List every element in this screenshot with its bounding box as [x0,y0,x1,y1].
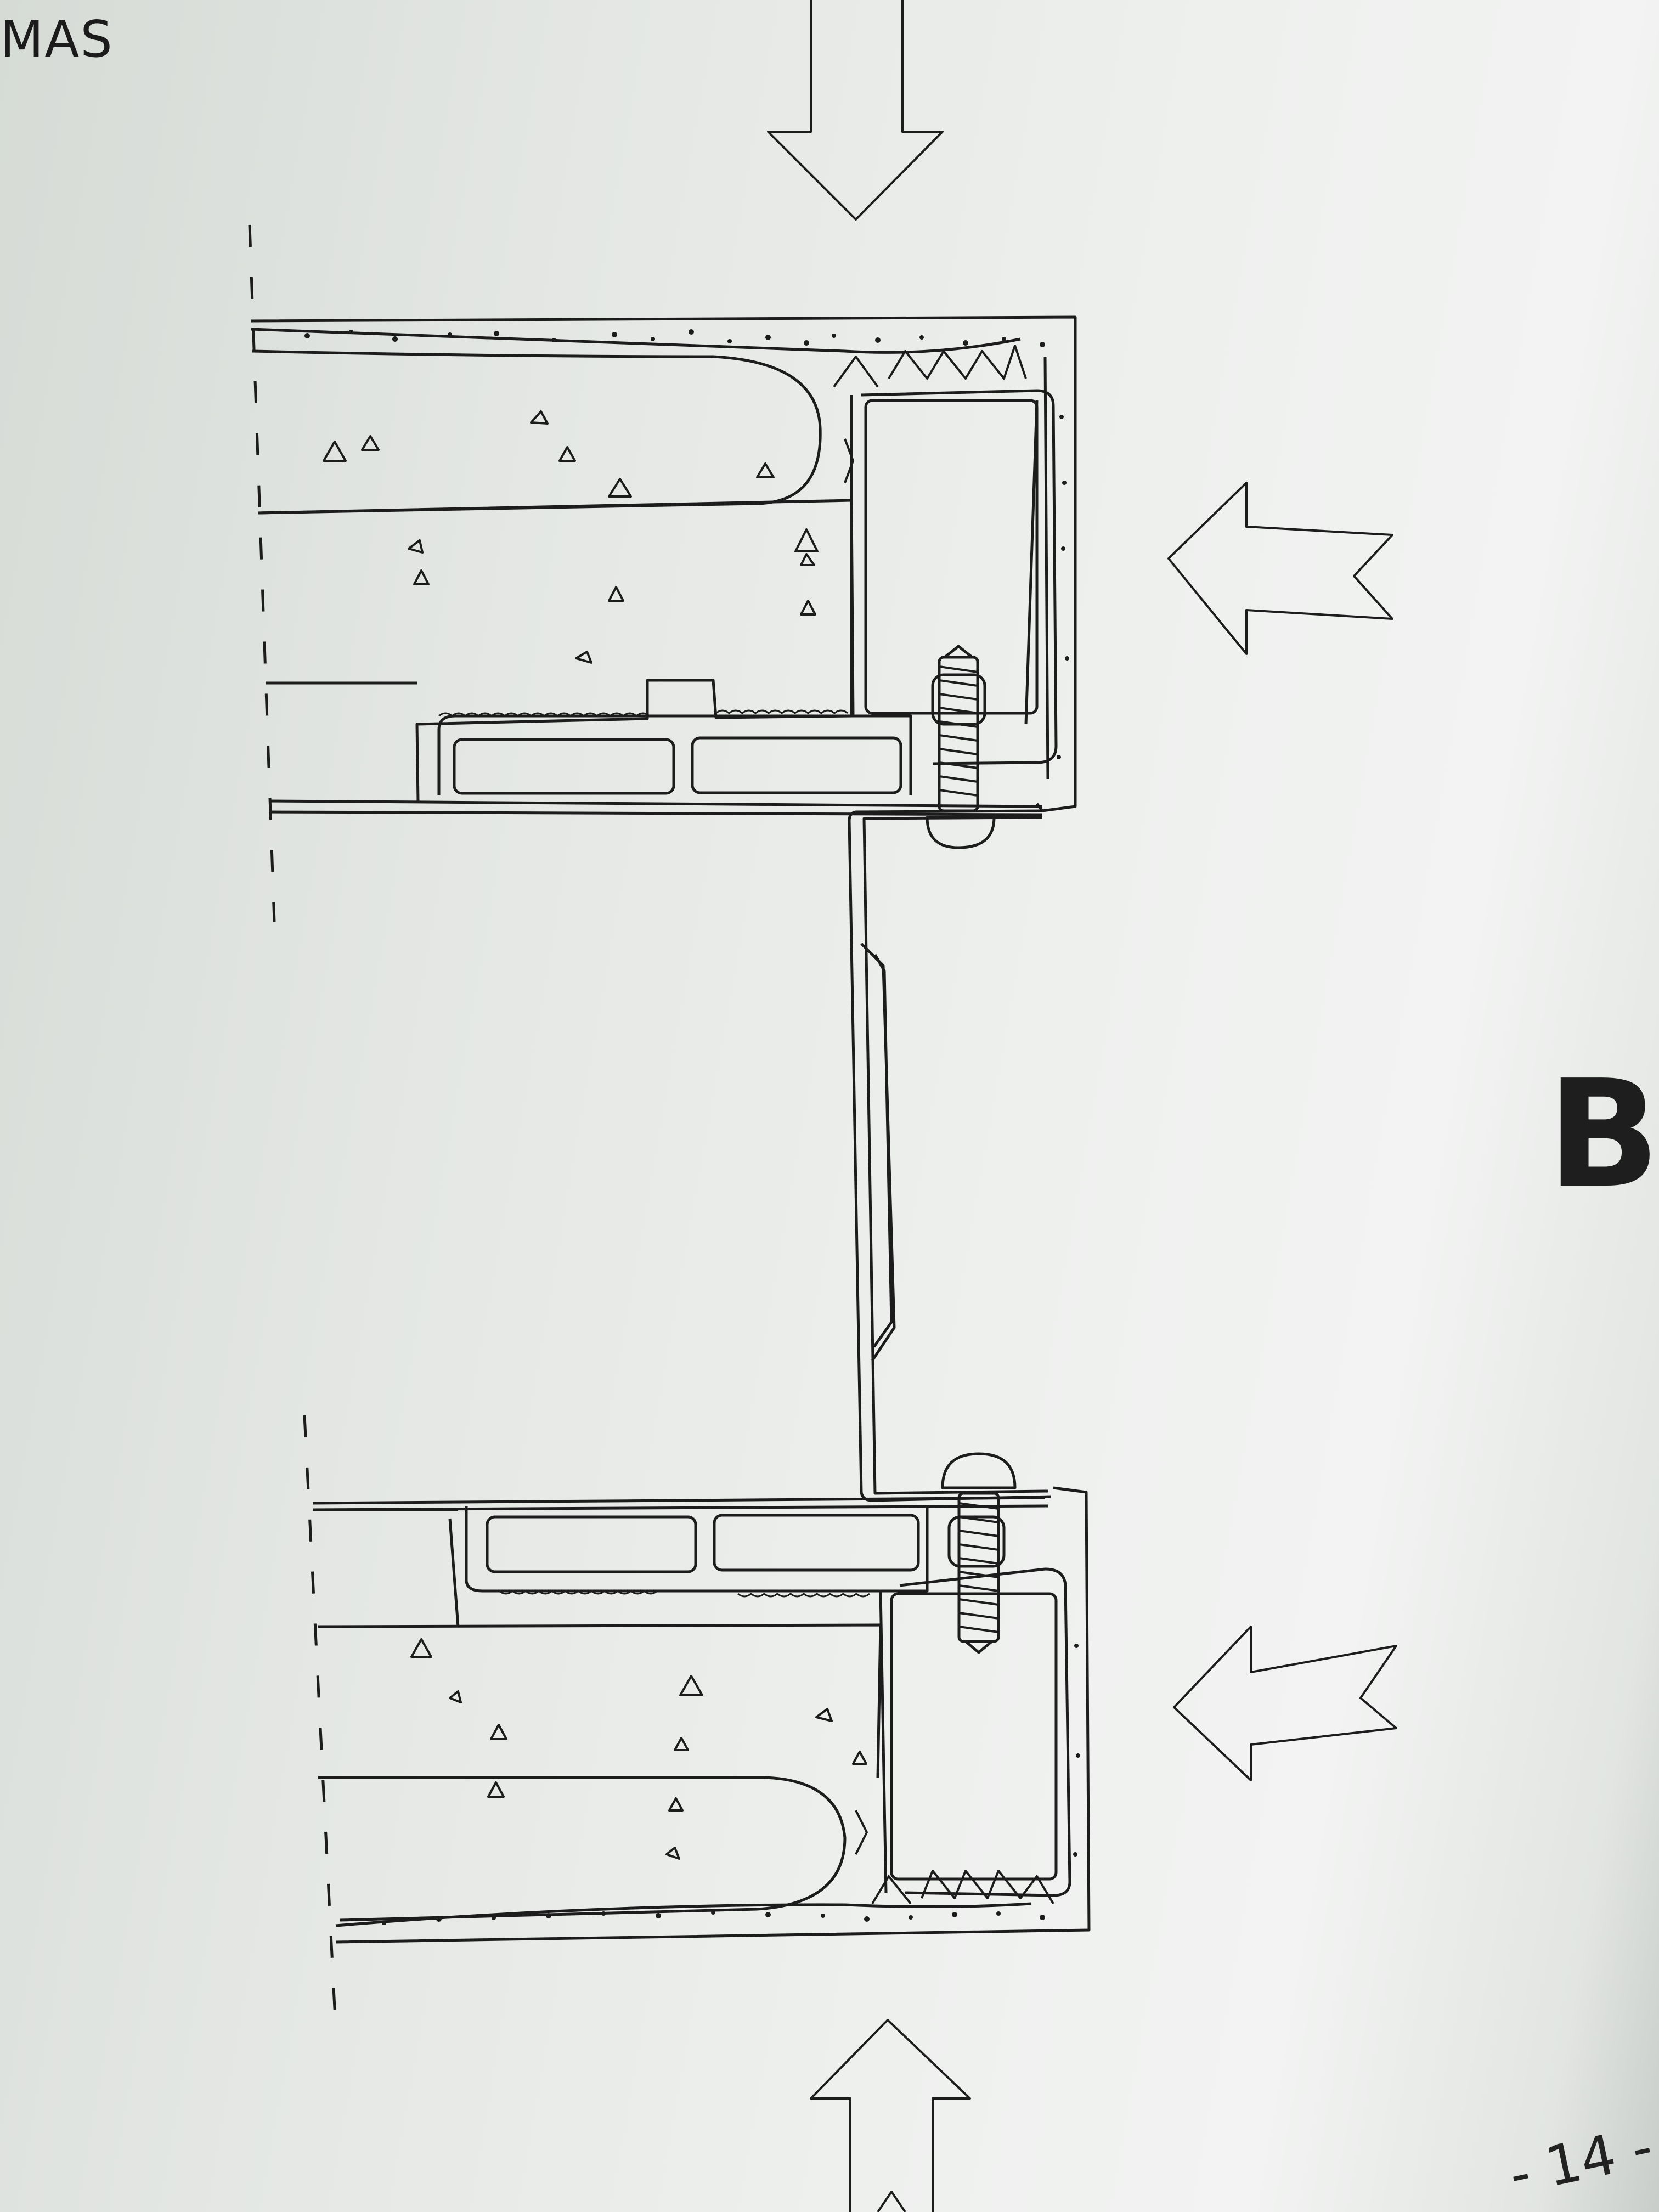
lower-outer-skin-inner [335,1902,1032,1927]
upper-frame-hollow [864,399,1039,715]
lower-core-top [318,1623,882,1779]
lower-chamber-1 [486,1515,697,1573]
lower-fins [855,1810,1054,1905]
lower-serration [499,1590,870,1598]
upper-inner-skin-2 [268,810,1043,816]
lower-core-bottom [326,1776,847,1922]
upper-fins [833,345,1027,483]
lower-outer-skin [335,1486,1091,1944]
lower-frame-hollow [890,1592,1058,1881]
z-connector-profile [848,809,1051,1502]
centerline-bottom [303,1415,337,2030]
section-label: B [1547,1048,1659,1221]
upper-chamber-1 [453,738,675,795]
speckle-dots [304,329,1080,1925]
lower-panel-assembly [312,1452,1091,1944]
upper-core-top [252,349,822,515]
lower-core-step [313,1508,460,1627]
lower-inner-skin-2 [312,1504,1048,1511]
upper-frame-profile [850,389,1058,765]
upper-outer-skin [251,315,1077,812]
z-connector-inner [862,816,1048,1495]
arrow-left-upper [1167,482,1393,655]
upper-screw [926,645,996,849]
centerline-top [248,224,276,922]
lower-chamber-2 [713,1514,920,1572]
arrow-up-bottom [810,2019,971,2212]
header-text: MAS [0,10,114,69]
lower-inner-skin [312,1496,1046,1505]
arrow-up-bottom-inner [877,2191,906,2212]
upper-chamber-outer [437,714,912,795]
upper-outer-skin-inner [251,328,1021,354]
lower-frame-profile [879,1567,1071,1897]
z-connector-bulge [860,943,896,1362]
lower-chamber-outer [465,1506,929,1593]
upper-inner-skin [268,799,1043,808]
upper-frame-inner [1024,356,1049,780]
upper-core-bottom [257,499,855,802]
arrow-down-top [767,0,944,221]
aggregate-symbols [323,410,867,1860]
upper-serration [438,709,848,717]
upper-panel-assembly [251,315,1077,849]
arrow-left-lower [1173,1626,1397,1781]
upper-chamber-2 [691,736,902,794]
lower-screw [941,1452,1017,1654]
